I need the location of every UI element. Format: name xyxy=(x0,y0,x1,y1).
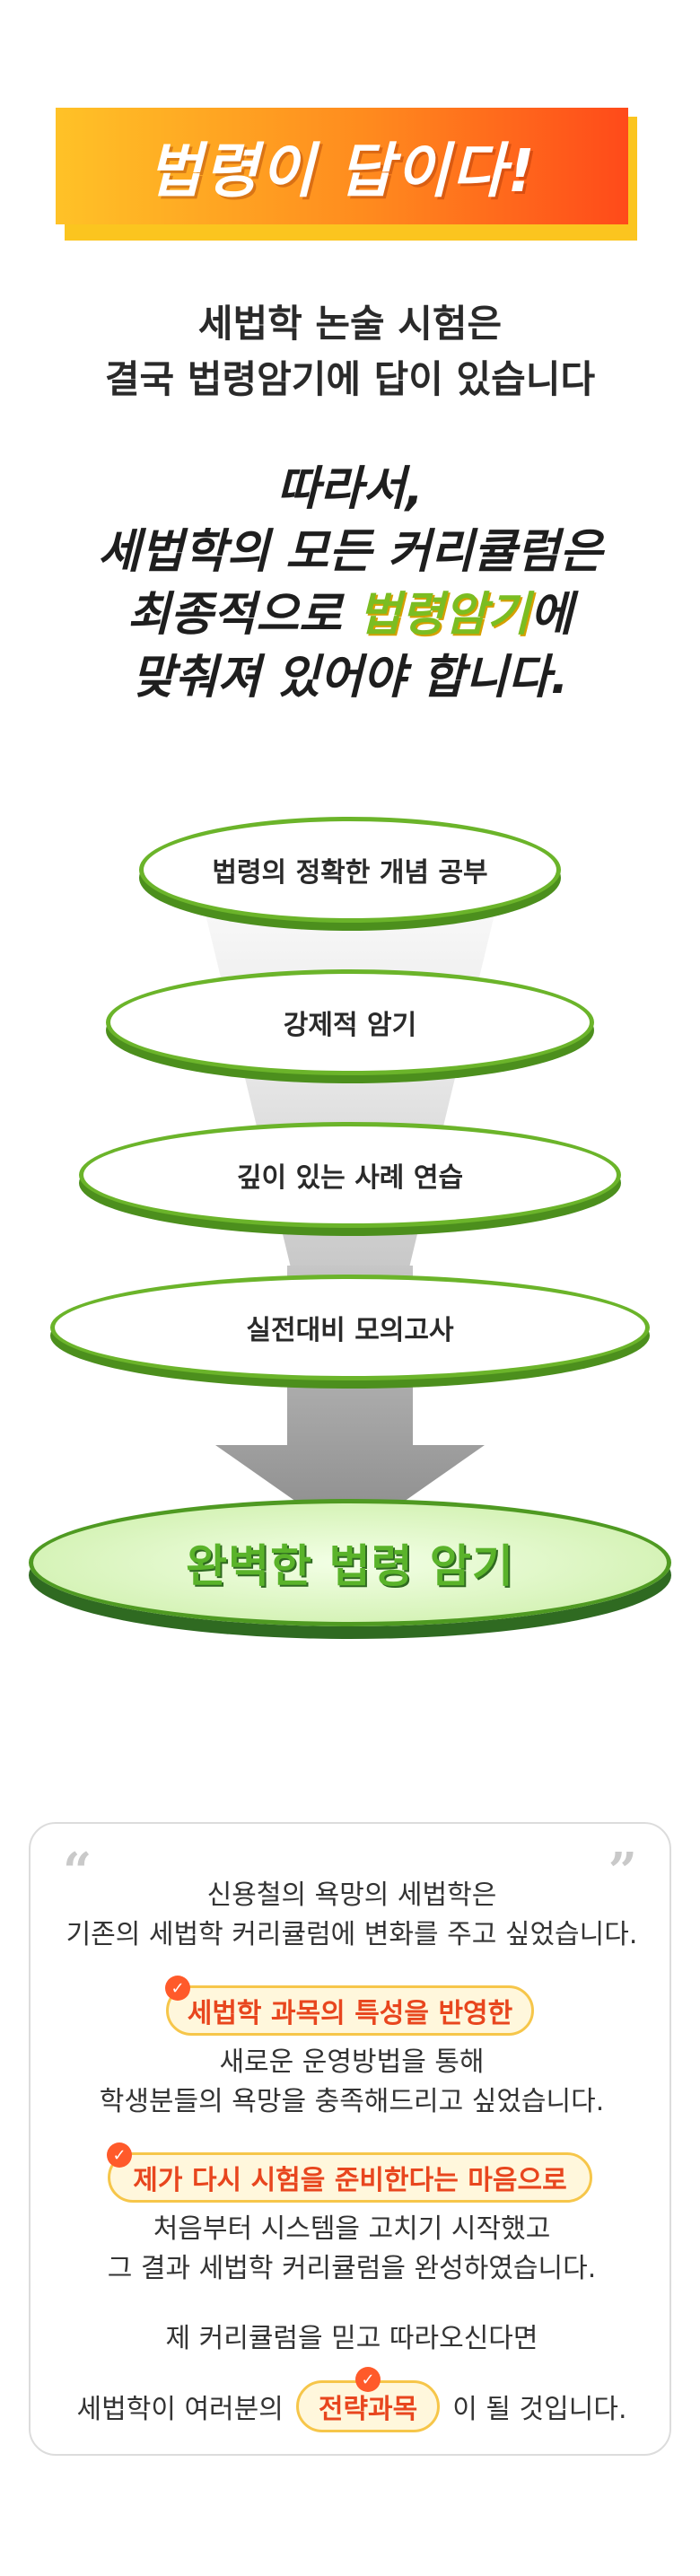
intro-line-2: 결국 법령암기에 답이 있습니다 xyxy=(104,357,596,401)
funnel-step-3-label: 깊이 있는 사례 연습 xyxy=(236,1162,464,1194)
card-p1-line-2: 기존의 세법학 커리큘럼에 변화를 주고 싶었습니다. xyxy=(66,1919,638,1950)
quote-open-icon: “ xyxy=(63,1842,92,1901)
card-p3-line-2: 그 결과 세법학 커리큘럼을 완성하였습니다. xyxy=(107,2253,597,2284)
banner-box: 법령이 답이다! xyxy=(56,108,628,224)
card-p4-line-2: 세법학이 여러분의 ✓ 전략과목 이 될 것입니다. xyxy=(31,2367,673,2432)
funnel-step-2-label: 강제적 암기 xyxy=(283,1010,417,1041)
funnel-result-label: 완벽한 법령 암기 xyxy=(186,1540,514,1592)
highlight-pill-2-label: 제가 다시 시험을 준비한다는 마음으로 xyxy=(133,2165,567,2196)
check-icon: ✓ xyxy=(107,2142,132,2168)
intro-line-1: 세법학 논술 시험은 xyxy=(197,302,503,346)
card-p3-line-1: 처음부터 시스템을 고치기 시작했고 xyxy=(153,2213,551,2245)
emphasis-line-3-post: 에 xyxy=(529,588,573,642)
strategy-pill: ✓ 전략과목 xyxy=(295,2367,441,2432)
funnel-step-4: 실전대비 모의고사 xyxy=(50,1275,650,1380)
banner-title: 법령이 답이다! xyxy=(147,136,537,206)
curriculum-funnel: 법령의 정확한 개념 공부 강제적 암기 깊이 있는 사례 연습 실전대비 모의… xyxy=(0,781,700,1660)
funnel-step-3: 깊이 있는 사례 연습 xyxy=(79,1122,621,1228)
card-p4-post: 이 될 것입니다. xyxy=(452,2394,627,2425)
quote-close-icon: ” xyxy=(608,1842,637,1901)
funnel-step-4-label: 실전대비 모의고사 xyxy=(246,1315,454,1346)
strategy-pill-label: 전략과목 xyxy=(318,2394,418,2425)
emphasis-line-3: 최종적으로 법령암기에 xyxy=(0,583,700,646)
title-banner: 법령이 답이다! xyxy=(56,108,637,241)
card-p4-line-1: 제 커리큘럼을 믿고 따라오신다면 xyxy=(165,2323,538,2354)
emphasis-text: 따라서, 세법학의 모든 커리큘럼은 최종적으로 법령암기에 맞춰져 있어야 합… xyxy=(0,458,700,709)
emphasis-highlight: 법령암기 xyxy=(358,588,530,642)
funnel-arrow xyxy=(215,1266,485,1539)
funnel-result: 완벽한 법령 암기 xyxy=(29,1499,671,1626)
funnel-step-1-label: 법령의 정확한 개념 공부 xyxy=(212,857,488,889)
highlight-pill-1: ✓ 세법학 과목의 특성을 반영한 xyxy=(165,1976,534,2036)
intro-text: 세법학 논술 시험은 결국 법령암기에 답이 있습니다 xyxy=(0,296,700,407)
check-icon: ✓ xyxy=(165,1976,190,2001)
card-p1-line-1: 신용철의 욕망의 세법학은 xyxy=(206,1879,497,1911)
highlight-pill-1-label: 세법학 과목의 특성을 반영한 xyxy=(187,1998,513,2029)
card-p2-line-2: 학생분들의 욕망을 충족해드리고 싶었습니다. xyxy=(99,2086,605,2117)
card-p4-pre: 세법학이 여러분의 xyxy=(76,2394,284,2425)
funnel-step-2: 강제적 암기 xyxy=(106,969,594,1075)
highlight-pill-2: ✓ 제가 다시 시험을 준비한다는 마음으로 xyxy=(107,2142,592,2203)
emphasis-line-4: 맞춰져 있어야 합니다. xyxy=(131,651,569,705)
emphasis-line-1: 따라서, xyxy=(276,462,424,516)
emphasis-line-3-pre: 최종적으로 xyxy=(127,588,359,642)
check-icon: ✓ xyxy=(355,2367,381,2392)
funnel-step-1: 법령의 정확한 개념 공부 xyxy=(139,817,561,923)
message-card: “ ” 신용철의 욕망의 세법학은 기존의 세법학 커리큘럼에 변화를 주고 싶… xyxy=(29,1822,671,2456)
card-p2-line-1: 새로운 운영방법을 통해 xyxy=(219,2046,485,2078)
emphasis-line-2: 세법학의 모든 커리큘럼은 xyxy=(97,525,603,579)
